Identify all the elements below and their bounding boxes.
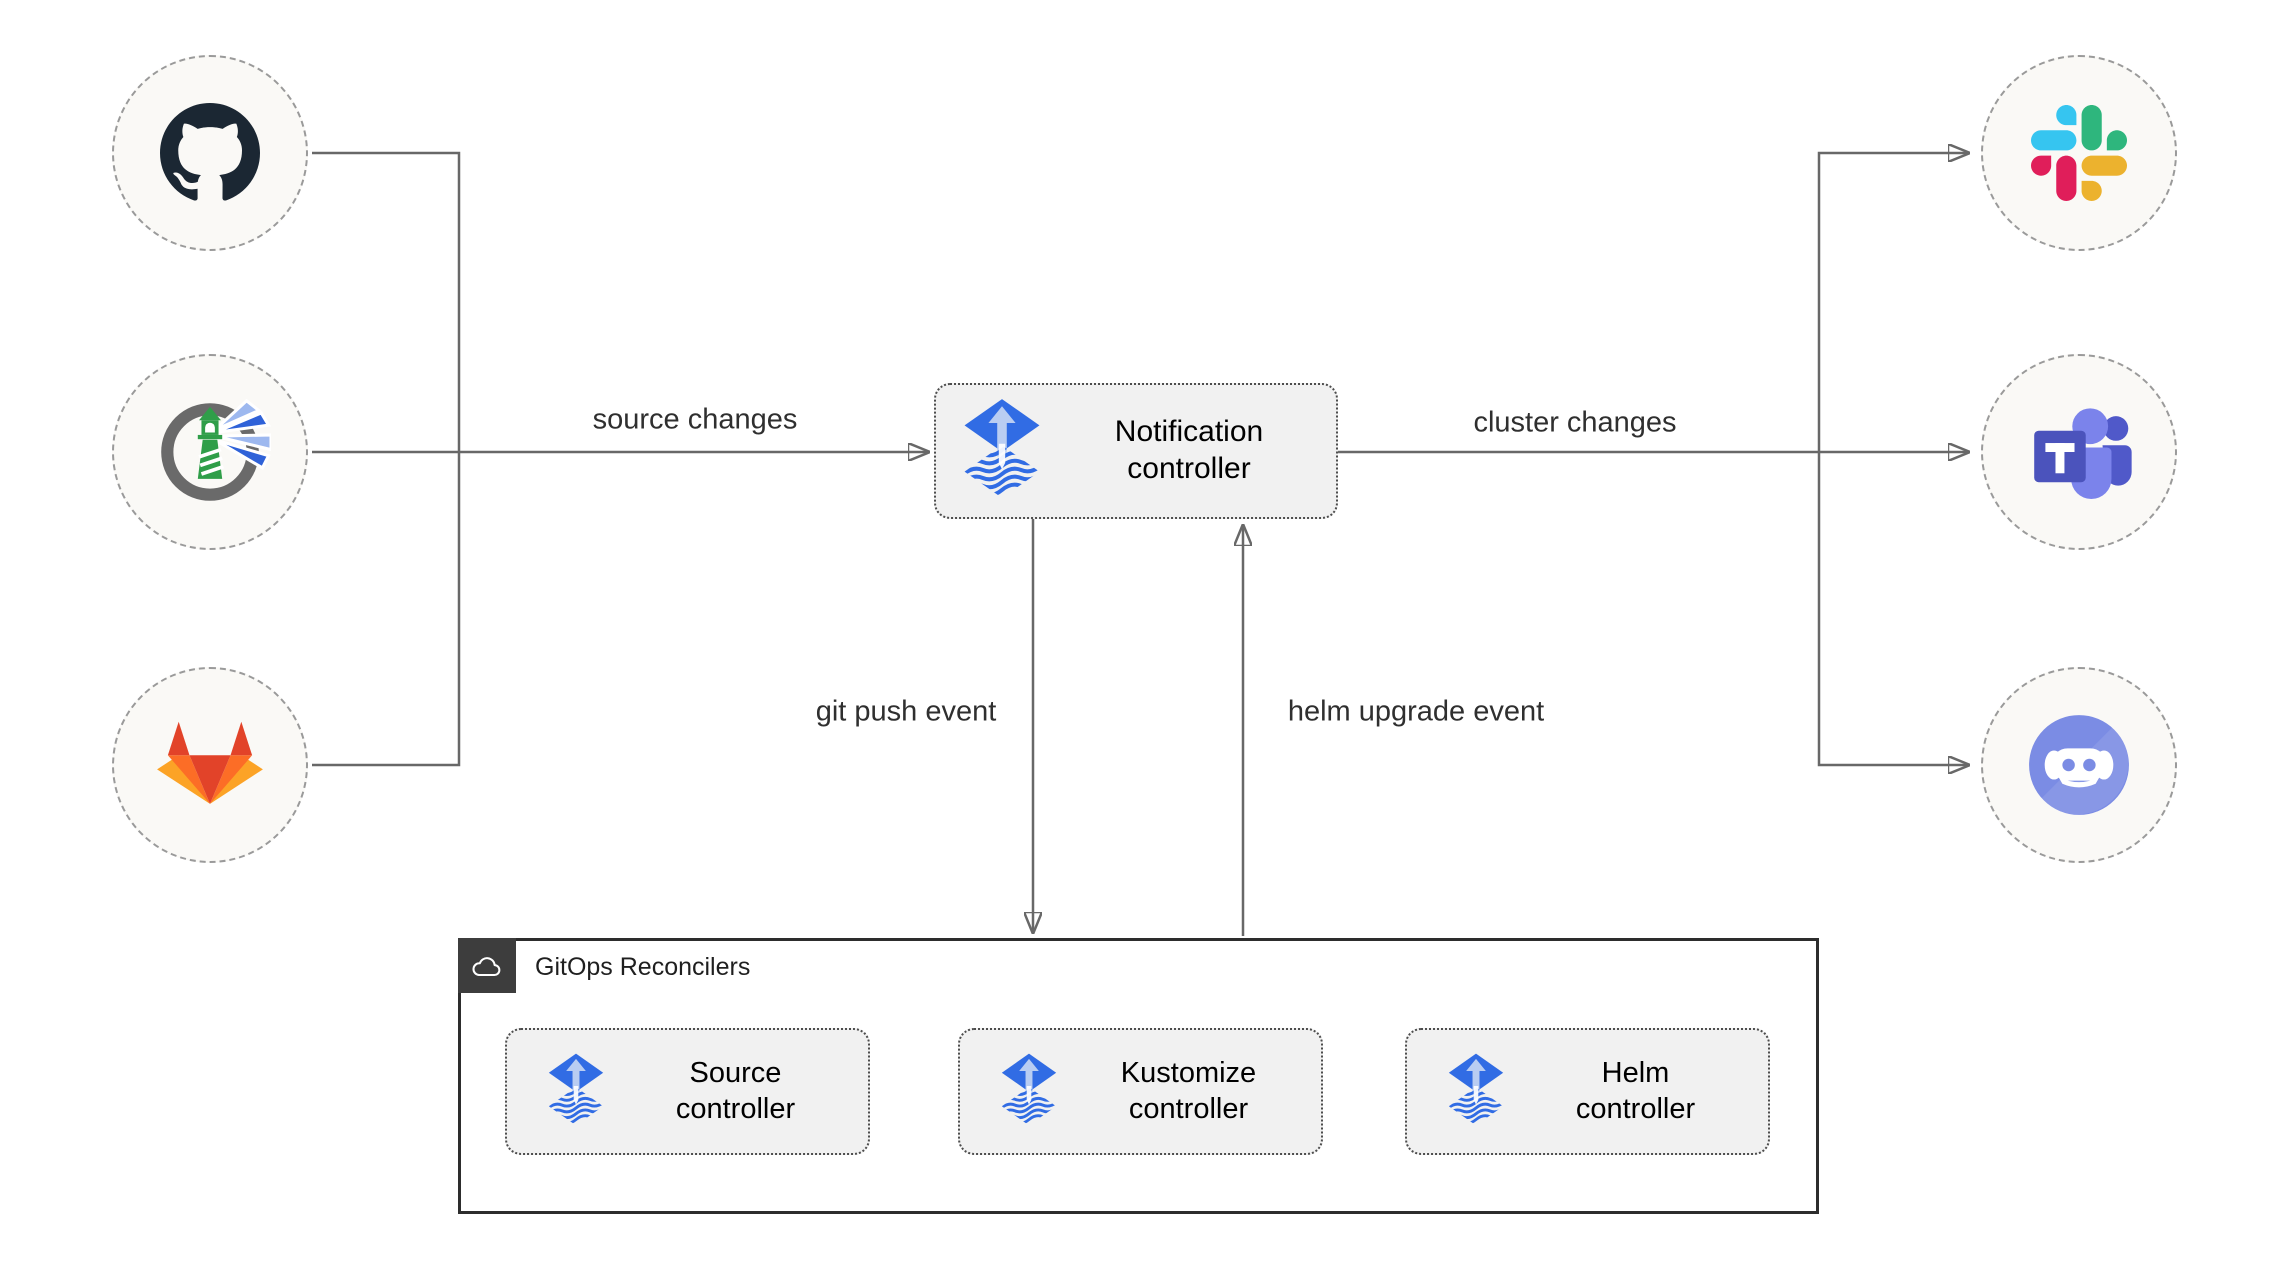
github-icon <box>160 103 260 201</box>
helm-controller-label: Helm controller <box>1575 1057 1696 1125</box>
flux-icon <box>962 398 1042 505</box>
source-controller-box: Source controller <box>505 1028 870 1155</box>
node-gitlab <box>112 667 308 863</box>
discord-icon <box>2029 715 2129 815</box>
edge-left-bracket <box>312 151 461 767</box>
flux-icon <box>1000 1052 1058 1131</box>
group-tab <box>458 938 516 993</box>
node-harbor <box>112 354 308 550</box>
edge-label-helm-upgrade-event: helm upgrade event <box>1287 695 1545 728</box>
edge-label-cluster-changes: cluster changes <box>1473 406 1677 439</box>
flux-icon <box>1447 1052 1505 1131</box>
flux-icon <box>547 1052 605 1131</box>
cloud-icon <box>472 956 501 976</box>
group-title: GitOps Reconcilers <box>535 953 751 981</box>
teams-icon <box>2034 408 2132 500</box>
edge-to-slack <box>1817 153 1968 452</box>
node-teams <box>1981 354 2177 550</box>
edge-to-discord <box>1817 452 1968 765</box>
edge-label-source-changes: source changes <box>592 403 798 436</box>
node-github <box>112 55 308 251</box>
kustomize-controller-box: Kustomize controller <box>958 1028 1323 1155</box>
kustomize-controller-label: Kustomize controller <box>1120 1057 1257 1125</box>
gitlab-icon <box>157 721 263 804</box>
helm-controller-box: Helm controller <box>1405 1028 1770 1155</box>
notification-controller-label: Notification controller <box>1114 415 1264 485</box>
node-slack <box>1981 55 2177 251</box>
source-controller-label: Source controller <box>675 1057 796 1125</box>
harbor-icon <box>161 398 271 501</box>
node-discord <box>1981 667 2177 863</box>
slack-icon <box>2031 105 2127 201</box>
edge-label-git-push-event: git push event <box>815 695 997 728</box>
notification-controller-box: Notification controller <box>934 383 1338 519</box>
